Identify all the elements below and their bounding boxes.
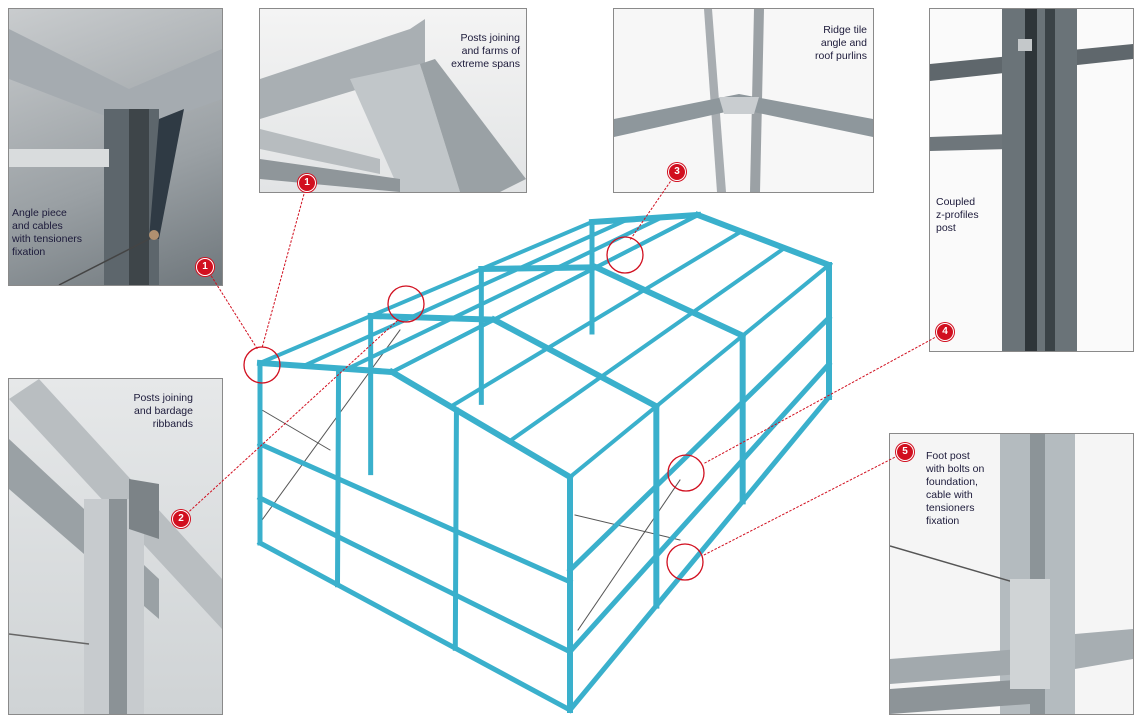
bracing-cable	[574, 514, 681, 541]
posts-joining-illustration	[260, 19, 526, 192]
caption-line: Posts joining	[133, 392, 193, 404]
rafter	[478, 264, 600, 273]
callout-badge-1[interactable]: 1	[196, 258, 214, 276]
photo-angle-piece: Angle piece and cables with tensioners f…	[8, 8, 223, 286]
caption-line: with bolts on	[926, 463, 985, 475]
callout-badge-4[interactable]: 4	[936, 323, 954, 341]
photo-foot-post: Foot post with bolts on foundation, cabl…	[889, 433, 1134, 715]
caption-line: foundation,	[926, 476, 978, 488]
caption-foot-post: Foot post with bolts on foundation, cabl…	[926, 450, 984, 528]
wall-girt	[566, 314, 833, 574]
leader-line	[629, 171, 678, 241]
caption-line: post	[936, 222, 956, 234]
callout-badge-3[interactable]: 3	[668, 163, 686, 181]
detail-circle	[387, 285, 425, 323]
leader-line	[180, 319, 399, 520]
rafter	[256, 359, 396, 376]
detail-circle	[243, 346, 281, 384]
rafter	[387, 367, 575, 482]
leader-line	[204, 265, 259, 351]
caption-line: and farms of	[461, 45, 520, 57]
bracing-cable	[577, 479, 681, 631]
roof-purlin	[447, 228, 744, 410]
z-profiles-illustration	[930, 9, 1133, 351]
caption-line: cable with	[926, 489, 973, 501]
roof-purlin	[567, 262, 832, 480]
gable-girt	[256, 539, 574, 714]
bracing-cable	[261, 409, 331, 451]
bardage-illustration	[9, 379, 222, 714]
detail-circle	[666, 543, 704, 581]
caption-line: Ridge tile	[823, 24, 867, 36]
gable-girt	[256, 494, 574, 656]
photo-posts-joining-farms: Posts joining and farms of extreme spans	[259, 8, 527, 193]
caption-angle-piece: Angle piece and cables with tensioners f…	[12, 207, 82, 259]
roof-purlin	[344, 214, 665, 372]
leader-line	[702, 331, 946, 465]
caption-line: angle and	[820, 37, 867, 49]
photo-posts-joining-bardage: Posts joining and bardage ribbands	[8, 378, 223, 715]
roof-purlin	[300, 217, 630, 369]
caption-line: z-profiles	[936, 209, 979, 221]
photo-coupled-z-profiles: Coupled z-profiles post	[929, 8, 1134, 352]
callout-badge-1b[interactable]: 1	[298, 174, 316, 192]
caption-coupled-z-profiles: Coupled z-profiles post	[936, 196, 979, 235]
callout-badge-5[interactable]: 5	[896, 443, 914, 461]
caption-line: fixation	[12, 246, 46, 258]
caption-line: fixation	[926, 515, 960, 527]
rafter	[489, 315, 661, 411]
caption-posts-joining-farms: Posts joining and farms of extreme spans	[451, 32, 520, 71]
photo-ridge-tile: Ridge tile angle and roof purlins	[613, 8, 874, 193]
detail-circle	[606, 236, 644, 274]
caption-line: roof purlins	[815, 50, 867, 62]
roof-purlin	[257, 219, 595, 366]
angle-piece-illustration	[9, 29, 222, 285]
wall-girt	[566, 393, 833, 714]
gable-girt	[256, 440, 574, 586]
caption-ridge-tile: Ridge tile angle and roof purlins	[815, 24, 867, 63]
caption-line: Angle piece	[12, 207, 67, 219]
ridge-tile-illustration	[614, 9, 873, 192]
caption-line: Coupled	[936, 196, 976, 208]
caption-line: with tensioners	[12, 233, 83, 245]
caption-line: tensioners	[926, 502, 975, 514]
rafter	[592, 263, 747, 340]
callout-badge-2[interactable]: 2	[172, 510, 190, 528]
caption-line: and bardage	[134, 405, 193, 417]
caption-line: Foot post	[926, 450, 970, 462]
caption-line: extreme spans	[451, 58, 520, 70]
rafter	[367, 312, 498, 323]
bracing-cable	[261, 329, 401, 521]
rafter	[694, 211, 833, 269]
leader-line	[261, 182, 308, 349]
caption-posts-joining-bardage: Posts joining and bardage ribbands	[133, 392, 193, 431]
detail-circle	[667, 454, 705, 492]
wall-girt	[566, 360, 833, 656]
foot-post-illustration	[890, 434, 1133, 714]
caption-line: ribbands	[152, 418, 193, 430]
roof-purlin	[389, 212, 701, 375]
leader-lines	[180, 171, 946, 581]
caption-line: Posts joining	[460, 32, 520, 44]
steel-frame	[256, 211, 833, 714]
roof-purlin	[506, 245, 788, 445]
caption-line: and cables	[12, 220, 63, 232]
